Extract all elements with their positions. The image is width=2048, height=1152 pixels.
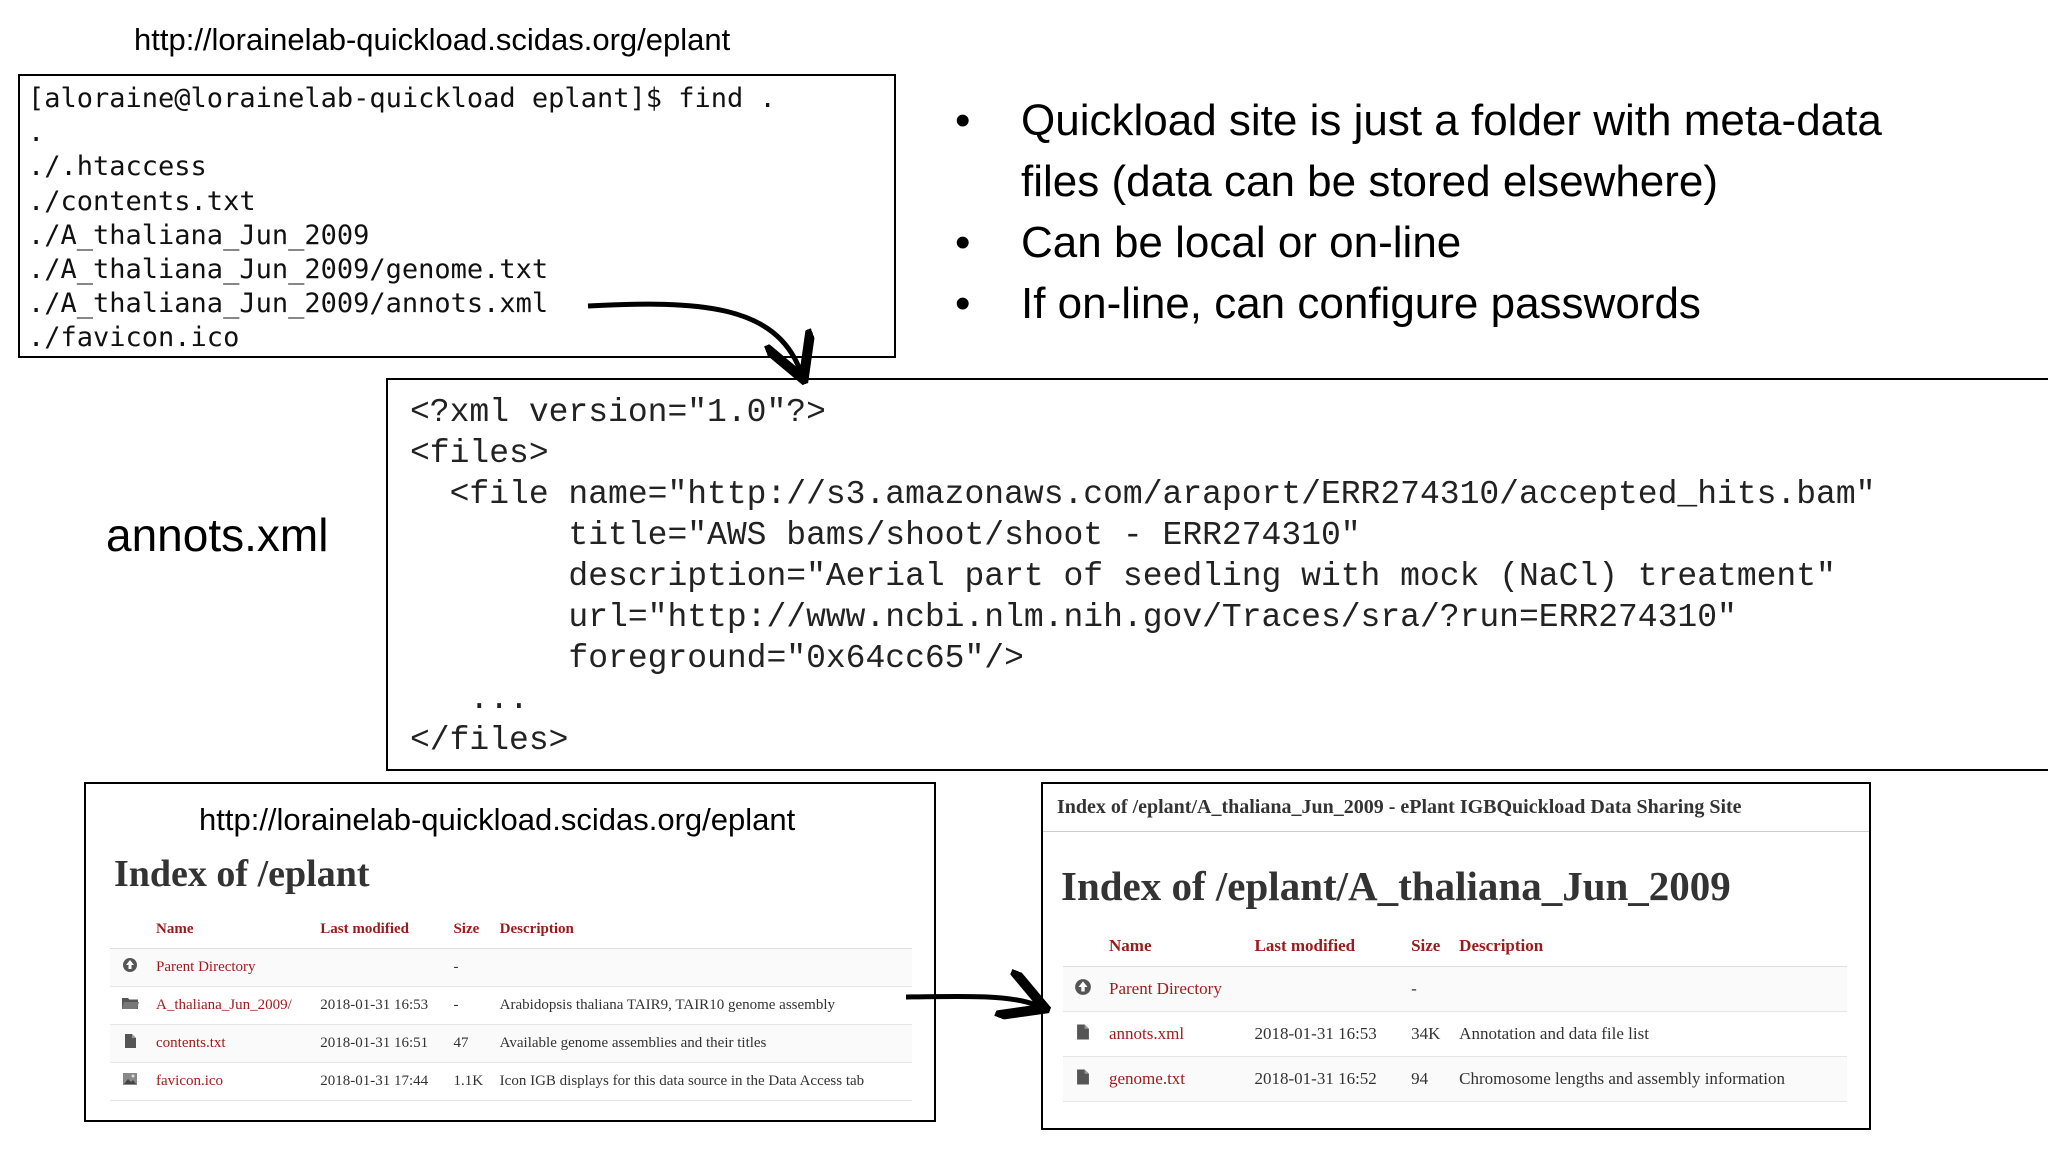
size-cell: - bbox=[447, 986, 494, 1025]
description-cell bbox=[493, 948, 912, 987]
size-column-header[interactable]: Size bbox=[447, 910, 494, 949]
table-header-row: Name Last modified Size Description bbox=[1063, 926, 1847, 967]
modified-cell: 2018-01-31 16:53 bbox=[314, 986, 448, 1025]
icon-column-header bbox=[1063, 926, 1103, 967]
xml-line: description="Aerial part of seedling wit… bbox=[410, 558, 1836, 595]
description-column-header[interactable]: Description bbox=[493, 910, 912, 949]
parent-directory-link[interactable]: Parent Directory bbox=[150, 948, 315, 987]
size-cell: 94 bbox=[1405, 1056, 1454, 1102]
left-index-title: Index of /eplant bbox=[114, 853, 370, 895]
terminal-line: ./A_thaliana_Jun_2009/annots.xml bbox=[28, 288, 549, 320]
image-file-icon bbox=[110, 1062, 150, 1101]
file-icon bbox=[1063, 1011, 1103, 1057]
terminal-line: ./contents.txt bbox=[28, 185, 256, 217]
modified-column-header[interactable]: Last modified bbox=[314, 910, 448, 949]
table-row: Parent Directory - bbox=[110, 948, 912, 987]
table-row: annots.xml 2018-01-31 16:53 34K Annotati… bbox=[1063, 1011, 1847, 1057]
xml-line: <files> bbox=[410, 435, 549, 472]
file-link-genome[interactable]: genome.txt bbox=[1103, 1056, 1249, 1102]
description-cell: Available genome assemblies and their ti… bbox=[493, 1024, 912, 1063]
right-index-title: Index of /eplant/A_thaliana_Jun_2009 bbox=[1061, 863, 1731, 909]
bullet-text: Can be local or on-line bbox=[1021, 218, 1462, 267]
bullet-item: • Can be local or on-line bbox=[955, 212, 2035, 273]
bullet-list: • Quickload site is just a folder with m… bbox=[955, 90, 2035, 334]
file-link-annots[interactable]: annots.xml bbox=[1103, 1011, 1249, 1057]
file-icon bbox=[1063, 1056, 1103, 1102]
table-row: contents.txt 2018-01-31 16:51 47 Availab… bbox=[110, 1024, 912, 1063]
terminal-line: ./A_thaliana_Jun_2009 bbox=[28, 219, 370, 251]
description-cell: Annotation and data file list bbox=[1453, 1011, 1847, 1057]
description-cell: Chromosome lengths and assembly informat… bbox=[1453, 1056, 1847, 1102]
description-cell: Arabidopsis thaliana TAIR9, TAIR10 genom… bbox=[493, 986, 912, 1025]
size-cell: 1.1K bbox=[447, 1062, 494, 1101]
modified-cell: 2018-01-31 17:44 bbox=[314, 1062, 448, 1101]
bullet-text: If on-line, can configure passwords bbox=[1021, 279, 1701, 328]
size-cell: 47 bbox=[447, 1024, 494, 1063]
browser-tab-title: Index of /eplant/A_thaliana_Jun_2009 - e… bbox=[1043, 784, 1869, 832]
folder-link-a-thaliana[interactable]: A_thaliana_Jun_2009/ bbox=[150, 986, 315, 1025]
modified-column-header[interactable]: Last modified bbox=[1248, 926, 1406, 967]
table-row: Parent Directory - bbox=[1063, 966, 1847, 1012]
xml-file-label: annots.xml bbox=[106, 509, 329, 561]
size-cell: - bbox=[447, 948, 494, 987]
icon-column-header bbox=[110, 910, 150, 949]
terminal-line: [aloraine@lorainelab-quickload eplant]$ … bbox=[28, 83, 776, 114]
terminal-to-xml-arrow bbox=[587, 301, 800, 370]
file-link-contents[interactable]: contents.txt bbox=[150, 1024, 315, 1063]
xml-line: </files> bbox=[410, 722, 569, 759]
terminal-window: [aloraine@lorainelab-quickload eplant]$ … bbox=[18, 74, 896, 358]
name-column-header[interactable]: Name bbox=[1103, 926, 1249, 967]
table-row: genome.txt 2018-01-31 16:52 94 Chromosom… bbox=[1063, 1056, 1847, 1102]
bullet-item: • Quickload site is just a folder with m… bbox=[955, 90, 2035, 212]
terminal-line: ./favicon.ico bbox=[28, 322, 240, 354]
size-cell: 34K bbox=[1405, 1011, 1454, 1057]
table-row: A_thaliana_Jun_2009/ 2018-01-31 16:53 - … bbox=[110, 986, 912, 1025]
xml-line: <file name="http://s3.amazonaws.com/arap… bbox=[410, 476, 1876, 513]
a-thaliana-index-screenshot: Index of /eplant/A_thaliana_Jun_2009 - e… bbox=[1041, 782, 1871, 1130]
parent-directory-icon bbox=[1063, 966, 1103, 1012]
modified-cell bbox=[314, 948, 448, 987]
description-cell: Icon IGB displays for this data source i… bbox=[493, 1062, 912, 1101]
xml-line: title="AWS bams/shoot/shoot - ERR274310" bbox=[410, 517, 1361, 554]
modified-cell bbox=[1248, 966, 1406, 1012]
folder-to-index-arrow bbox=[905, 996, 1036, 1005]
xml-line: foreground="0x64cc65"/> bbox=[410, 640, 1024, 677]
left-index-url: http://lorainelab-quickload.scidas.org/e… bbox=[199, 802, 796, 837]
modified-cell: 2018-01-31 16:51 bbox=[314, 1024, 448, 1063]
description-column-header[interactable]: Description bbox=[1453, 926, 1847, 967]
bullet-icon: • bbox=[955, 279, 971, 328]
size-cell: - bbox=[1405, 966, 1454, 1012]
size-column-header[interactable]: Size bbox=[1405, 926, 1454, 967]
left-index-table: Name Last modified Size Description Pare… bbox=[110, 910, 912, 1101]
xml-code-block: <?xml version="1.0"?> <files> <file name… bbox=[386, 378, 2048, 771]
file-link-favicon[interactable]: favicon.ico bbox=[150, 1062, 315, 1101]
modified-cell: 2018-01-31 16:52 bbox=[1248, 1056, 1406, 1102]
right-index-table: Name Last modified Size Description Pare… bbox=[1063, 926, 1847, 1102]
bullet-item: • If on-line, can configure passwords bbox=[955, 273, 2035, 334]
bullet-text-continued: files (data can be stored elsewhere) bbox=[1021, 157, 1719, 206]
description-cell bbox=[1453, 966, 1847, 1012]
top-url: http://lorainelab-quickload.scidas.org/e… bbox=[134, 22, 731, 57]
file-icon bbox=[110, 1024, 150, 1063]
modified-cell: 2018-01-31 16:53 bbox=[1248, 1011, 1406, 1057]
parent-directory-icon bbox=[110, 948, 150, 987]
bullet-icon: • bbox=[955, 96, 971, 145]
table-row: favicon.ico 2018-01-31 17:44 1.1K Icon I… bbox=[110, 1062, 912, 1101]
parent-directory-link[interactable]: Parent Directory bbox=[1103, 966, 1249, 1012]
bullet-icon: • bbox=[955, 218, 971, 267]
name-column-header[interactable]: Name bbox=[150, 910, 315, 949]
xml-line: url="http://www.ncbi.nlm.nih.gov/Traces/… bbox=[410, 599, 1737, 636]
folder-icon bbox=[110, 986, 150, 1025]
terminal-line: ./A_thaliana_Jun_2009/genome.txt bbox=[28, 253, 549, 285]
bullet-text: Quickload site is just a folder with met… bbox=[1021, 96, 1882, 145]
table-header-row: Name Last modified Size Description bbox=[110, 910, 912, 949]
xml-line: ... bbox=[410, 681, 529, 718]
terminal-line: ./.htaccess bbox=[28, 151, 207, 183]
terminal-line: . bbox=[28, 117, 45, 149]
eplant-index-screenshot: http://lorainelab-quickload.scidas.org/e… bbox=[84, 782, 936, 1122]
xml-line: <?xml version="1.0"?> bbox=[410, 394, 826, 431]
